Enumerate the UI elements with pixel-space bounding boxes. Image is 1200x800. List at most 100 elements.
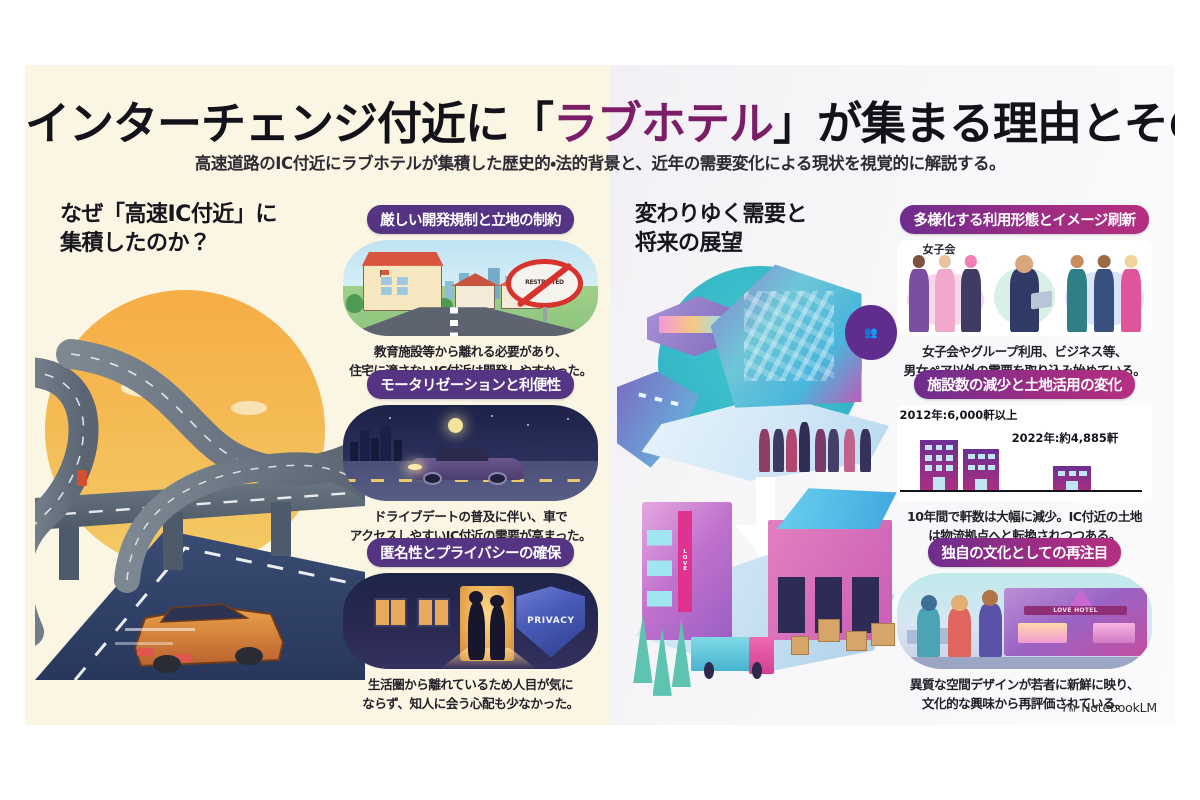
- neon-strip: [658, 316, 729, 334]
- hotel-sign: LOVE HOTEL: [1024, 605, 1127, 615]
- door-light-glow: [439, 647, 537, 669]
- person-figure: [1066, 255, 1088, 333]
- card-art-school-regulation: RESTRICTED: [343, 240, 598, 336]
- group-joshikai: [907, 255, 984, 333]
- crowd-person: [815, 428, 826, 473]
- notebooklm-brand: NotebookLM: [1063, 700, 1157, 715]
- facility-count-bar-chart: 2012年:6,000軒以上 2022年:約4,885軒: [897, 405, 1152, 501]
- section-heading-left: なぜ「高速IC付近」に集積したのか？: [60, 202, 277, 257]
- card-caption: 異質な空間デザインが若者に新鮮に映り、文化的な興味から再評価されている。: [909, 677, 1140, 711]
- card-art-diverse-users: 女子会: [897, 240, 1152, 336]
- card-anonymity-privacy[interactable]: 匿名性とプライバシーの確保 PRIVACY 生活圏から離れているため人目が気にな…: [343, 538, 598, 713]
- star-icon: [526, 424, 529, 427]
- group-mixed: [1065, 255, 1144, 333]
- chart-baseline: [899, 490, 1142, 493]
- tree-icon: [345, 293, 364, 313]
- card-cultural-reappraisal[interactable]: 独自の文化としての再注目 LOVE HOTEL 異質な空間デザインが若者に新鮮に…: [897, 538, 1152, 713]
- delivery-truck: [691, 631, 774, 679]
- card-badge: モータリゼーションと利便性: [367, 370, 574, 399]
- person-figure: [960, 255, 981, 333]
- card-development-regulation[interactable]: 厳しい開発規制と立地の制約 RESTRICTED 教育施設等から離れる必要があり…: [343, 205, 598, 380]
- silhouette-person: [489, 595, 505, 661]
- group-icon: 👥: [845, 304, 898, 361]
- privacy-shield-icon: PRIVACY: [516, 586, 586, 658]
- crowd-person: [799, 421, 811, 473]
- convertible-car: [408, 447, 525, 485]
- star-icon: [567, 418, 570, 421]
- hotel-windows: [646, 529, 673, 616]
- love-hotel-facade: LOVE HOTEL: [1004, 588, 1147, 656]
- card-badge: 独自の文化としての再注目: [928, 538, 1121, 567]
- crowd-person: [786, 428, 797, 473]
- shield-label: PRIVACY: [527, 615, 575, 626]
- truck-wheel: [752, 662, 762, 679]
- hotel-sign-label: LOVE HOTEL: [1053, 606, 1098, 614]
- cargo-box: [790, 635, 810, 655]
- card-badge: 多様化する利用形態とイメージ刷新: [900, 205, 1149, 234]
- cargo-box: [870, 622, 895, 647]
- card-facility-decline[interactable]: 施設数の減少と土地活用の変化 2012年:6,000軒以上 2022年:約4,8…: [897, 370, 1152, 545]
- chart-label-2022: 2022年:約4,885軒: [1011, 430, 1119, 445]
- tourist-figure: [978, 589, 1002, 658]
- chart-bar-2012-a: [919, 439, 959, 492]
- cargo-box: [845, 631, 867, 651]
- restricted-sign-icon: RESTRICTED: [506, 259, 583, 322]
- card-diversifying-usage[interactable]: 多様化する利用形態とイメージ刷新 女子会: [897, 205, 1152, 380]
- crowd-person: [772, 428, 784, 473]
- card-caption: 生活圏から離れているため人目が気にならず、知人に会う心配も少なかった。: [362, 677, 579, 711]
- card-badge: 厳しい開発規制と立地の制約: [367, 205, 574, 234]
- tower-glass-facade: [744, 290, 834, 382]
- person-figure: [1120, 255, 1142, 333]
- star-icon: [388, 416, 391, 419]
- school-building: [363, 262, 442, 312]
- star-icon: [490, 414, 493, 417]
- title-highlight: ラブホテル: [553, 97, 774, 150]
- ground: [897, 656, 1152, 669]
- loading-bay: [777, 577, 806, 633]
- card-art-culture: LOVE HOTEL: [897, 573, 1152, 669]
- hotel-pylon: [1069, 589, 1093, 606]
- moon-icon: [447, 418, 463, 434]
- window-icon: [416, 597, 451, 627]
- person-figure: [934, 255, 955, 333]
- truck-trailer: [691, 637, 751, 671]
- header: インターチェンジ付近に「ラブホテル」が集まる理由とその変遷 高速道路のIC付近に…: [25, 65, 1175, 185]
- person-figure: [908, 255, 929, 333]
- hotel-window-glow: [1092, 623, 1136, 644]
- page-subtitle: 高速道路のIC付近にラブホテルが集積した歴史的・法的背景と、近年の需要変化による…: [194, 154, 1006, 173]
- crowd-person: [759, 428, 771, 473]
- silhouette-person: [467, 591, 485, 661]
- card-badge: 匿名性とプライバシーの確保: [367, 538, 574, 567]
- crowd-person: [844, 428, 855, 473]
- cargo-box: [818, 618, 840, 642]
- person-figure: [1093, 255, 1115, 333]
- card-art-privacy: PRIVACY: [343, 573, 598, 669]
- chart-bar-2012-b: [963, 449, 999, 492]
- crowd-group: [757, 416, 878, 473]
- brand-label: NotebookLM: [1081, 700, 1157, 715]
- laptop-icon: [1030, 290, 1053, 310]
- group-business: [999, 255, 1053, 333]
- card-motorization[interactable]: モータリゼーションと利便性 ドライブデートの普及に伴い、車でアクセスしやすいIC…: [343, 370, 598, 545]
- truck-wheel: [704, 662, 715, 679]
- headlight-icon: [408, 464, 422, 471]
- window-icon: [373, 597, 407, 627]
- chart-bar-2022: [1052, 466, 1091, 492]
- card-art-night-drive: [343, 405, 598, 501]
- tourist-figure: [948, 594, 971, 658]
- page-title: インターチェンジ付近に「ラブホテル」が集まる理由とその変遷: [25, 87, 1175, 152]
- chart-label-2012: 2012年:6,000軒以上: [899, 407, 1018, 422]
- title-part-2: 」が集まる理由とその変遷: [773, 97, 1175, 150]
- crowd-person: [859, 428, 871, 473]
- warehouse-roof: [776, 488, 897, 530]
- highway-interchange-illustration: [35, 290, 365, 680]
- house-building: [455, 284, 496, 310]
- section-heading-right: 変わりゆく需要と将来の展望: [635, 202, 808, 257]
- flag-icon: [379, 269, 387, 277]
- crowd-person: [828, 428, 840, 473]
- title-part-1: インターチェンジ付近に「: [25, 97, 554, 150]
- card-badge: 施設数の減少と土地活用の変化: [914, 370, 1135, 399]
